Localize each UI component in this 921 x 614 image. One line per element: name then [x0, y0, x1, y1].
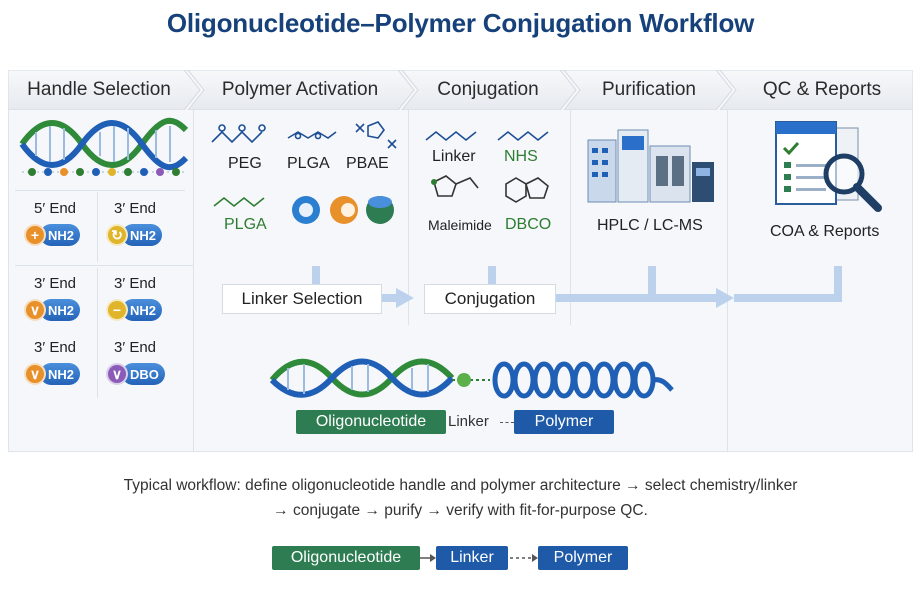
- polymer-label-pbae: PBAE: [346, 155, 389, 172]
- column-divider: [193, 110, 194, 452]
- plus-icon: +: [24, 224, 46, 246]
- step-chevron-4: [563, 70, 733, 110]
- divider: [15, 265, 193, 266]
- chemistry-structures-icon: [425, 130, 549, 203]
- end-label: 3′ End: [34, 275, 77, 292]
- step-qc-reports: QC & Reports: [762, 79, 882, 100]
- polymer-particles-icon: [213, 196, 394, 224]
- reagent-label-nhs: NHS: [504, 148, 538, 165]
- column-divider: [570, 110, 571, 325]
- polymer-label-peg: PEG: [228, 155, 262, 172]
- conjugate-illustration-icon: [269, 358, 674, 399]
- page-title: Oligonucleotide–Polymer Conjugation Work…: [166, 8, 755, 38]
- amine-group-label: NH2: [40, 224, 81, 246]
- end-label: 5′ End: [34, 200, 77, 217]
- bottom-polymer-label: Polymer: [538, 546, 628, 570]
- handle-badge: ∨ DBO: [106, 363, 165, 385]
- flow-conjugation: Conjugation: [424, 284, 556, 314]
- column-divider: [408, 110, 409, 325]
- end-label: 3′ End: [114, 339, 157, 356]
- cycle-icon: ↻: [106, 224, 128, 246]
- purification-label: HPLC / LC-MS: [597, 217, 703, 234]
- bottom-oligo-label: Oligonucleotide: [272, 546, 420, 570]
- end-label: 3′ End: [114, 275, 157, 292]
- workflow-panel: [8, 70, 913, 452]
- polymer-structures-icon: [211, 121, 397, 149]
- step-polymer-activation: Polymer Activation: [221, 79, 379, 100]
- arrow-right-icon: [510, 554, 538, 562]
- divider: [97, 268, 98, 398]
- chevron-icon: ∨: [24, 363, 46, 385]
- handle-badge: ∨ NH2: [24, 299, 81, 321]
- step-handle-selection: Handle Selection: [27, 79, 171, 100]
- reagent-label-dbco: DBCO: [505, 216, 552, 233]
- handle-badge: − NH2: [106, 299, 163, 321]
- handle-badge: + NH2: [24, 224, 81, 246]
- dna-helix-icon: [19, 117, 189, 176]
- qc-label: COA & Reports: [770, 223, 880, 240]
- step-header-bar: [8, 70, 913, 110]
- step-chevron-1: [8, 70, 201, 110]
- end-label: 3′ End: [34, 339, 77, 356]
- amine-group-label: NH2: [40, 363, 81, 385]
- step-conjugation: Conjugation: [437, 79, 539, 100]
- divider: [97, 192, 98, 262]
- step-chevron-2: [187, 70, 415, 110]
- step-chevron-3: [401, 70, 577, 110]
- conjugate-polymer-label: Polymer: [514, 410, 614, 434]
- reagent-label-linker: Linker: [432, 148, 476, 165]
- caption-line-1: Typical workflow: define oligonucleotide…: [123, 477, 798, 494]
- end-label: 3′ End: [114, 200, 157, 217]
- chevron-icon: ∨: [24, 299, 46, 321]
- amine-group-label: NH2: [122, 224, 163, 246]
- caption-line-2: → conjugate → purify → verify with fit-f…: [273, 502, 648, 519]
- handle-badge: ↻ NH2: [106, 224, 163, 246]
- step-chevron-5: [719, 70, 913, 110]
- column-divider: [727, 110, 728, 452]
- minus-icon: −: [106, 299, 128, 321]
- divider: [15, 190, 185, 191]
- arrow-right-icon: [420, 554, 436, 562]
- polymer-label-plga-2: PLGA: [224, 216, 267, 233]
- report-magnifier-icon: [775, 121, 882, 212]
- polymer-label-plga: PLGA: [287, 155, 330, 172]
- step-purification: Purification: [602, 79, 696, 100]
- handle-badge: ∨ NH2: [24, 363, 81, 385]
- reagent-label-maleimide: Maleimide: [428, 217, 492, 233]
- dash-connector: [500, 422, 514, 423]
- amine-group-label: NH2: [40, 299, 81, 321]
- flow-linker-selection: Linker Selection: [222, 284, 382, 314]
- dbco-group-label: DBO: [122, 363, 165, 385]
- hplc-instrument-icon: [587, 129, 714, 203]
- conjugate-oligo-label: Oligonucleotide: [296, 410, 446, 434]
- amine-group-label: NH2: [122, 299, 163, 321]
- chevron-icon: ∨: [106, 363, 128, 385]
- conjugate-linker-label: Linker: [448, 413, 489, 430]
- bottom-linker-label: Linker: [436, 546, 508, 570]
